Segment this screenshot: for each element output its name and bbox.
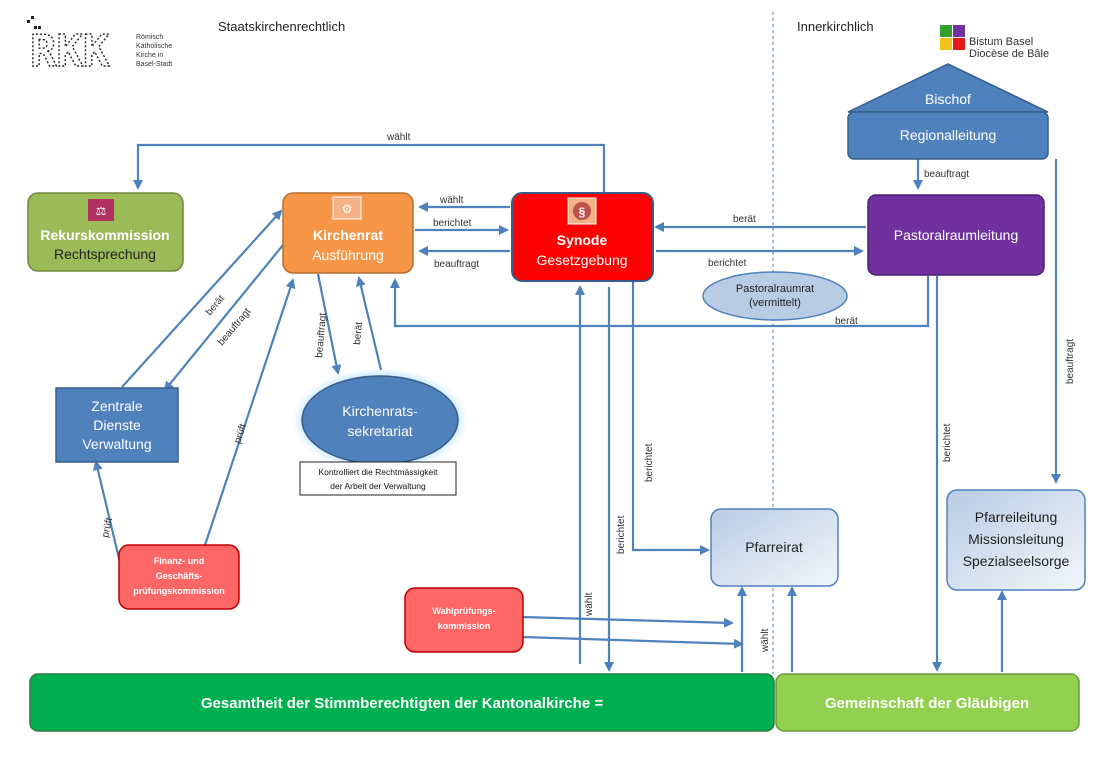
rkk-text-2: Katholische — [136, 43, 172, 50]
arrow-beraet-zd — [121, 209, 283, 388]
rekurskommission-subtitle: Rechtsprechung — [54, 246, 156, 262]
zentrale-dienste-line-1: Zentrale — [91, 398, 143, 414]
rkk-logo: RKK Römisch Katholische Kirche in Basel-… — [27, 16, 172, 78]
pfarreileitung-line-3: Spezialseelsorge — [963, 553, 1070, 569]
stimmberechtigte-node: Gesamtheit der Stimmberechtigten der Kan… — [29, 673, 775, 732]
label-beauftragt-zd: beauftragt — [216, 306, 254, 348]
svg-text:§: § — [579, 205, 586, 219]
synode-subtitle: Gesetzgebung — [536, 252, 627, 268]
wahl-line-1: Wahlprüfungs- — [432, 606, 495, 616]
sekretariat-line-2: sekretariat — [347, 423, 412, 439]
label-berichtet-pl: berichtet — [942, 423, 953, 462]
synode-title: Synode — [557, 232, 608, 248]
finanz-line-2: Geschäfts- — [156, 571, 203, 581]
label-beauftragt-kr: beauftragt — [434, 259, 479, 270]
label-berichtet-kr: berichtet — [433, 218, 472, 229]
finanz-node: Finanz- und Geschäfts- prüfungskommissio… — [118, 544, 240, 610]
section-label-right: Innerkirchlich — [797, 19, 874, 34]
kirchenrat-node: ⚙ Kirchenrat Ausführung — [282, 192, 414, 274]
bistum-logo: Bistum Basel Diocèse de Bâle — [940, 25, 1049, 60]
label-beraet-pr: berät — [733, 214, 756, 225]
pastoralraumleitung-label: Pastoralraumleitung — [894, 227, 1019, 243]
rekurskommission-title: Rekurskommission — [40, 227, 169, 243]
rkk-text-3: Kirche in — [136, 52, 163, 59]
glaeubige-label: Gemeinschaft der Gläubigen — [825, 695, 1029, 712]
gears-icon — [332, 196, 362, 220]
arrow-prueft-zd — [92, 460, 124, 572]
zentrale-dienste-line-2: Dienste — [93, 417, 141, 433]
label-beauftragt-sek: beauftragt — [314, 312, 329, 358]
bistum-text-2: Diocèse de Bâle — [969, 48, 1049, 60]
rkk-dot-logo — [27, 16, 41, 29]
pfarreileitung-line-1: Pfarreileitung — [975, 509, 1058, 525]
arrow-beauftragt-zd — [163, 244, 284, 392]
pfarreirat-label: Pfarreirat — [745, 539, 803, 555]
finanz-line-1: Finanz- und — [154, 556, 205, 566]
balance-scale-icon — [88, 199, 114, 221]
zentrale-dienste-line-3: Verwaltung — [82, 436, 151, 452]
svg-text:⚖: ⚖ — [96, 204, 107, 218]
label-berichtet-stimm: berichtet — [616, 515, 627, 554]
svg-text:⚙: ⚙ — [342, 202, 353, 216]
sekretariat-note-line-1: Kontrolliert die Rechtmässigkeit — [318, 467, 438, 477]
synode-node: § Synode Gesetzgebung — [511, 192, 654, 282]
rkk-text-1: Römisch — [136, 34, 163, 41]
arrow-beauftragt-sek — [316, 273, 342, 375]
pfarreileitung-line-2: Missionsleitung — [968, 531, 1064, 547]
arrow-berichtet-pfarr — [631, 282, 710, 555]
zentrale-dienste-node: Zentrale Dienste Verwaltung — [55, 387, 179, 463]
label-prueft-zd: prüft — [100, 517, 115, 539]
bischof-node: Bischof — [847, 63, 1049, 113]
pfarreileitung-node: Pfarreileitung Missionsleitung Spezialse… — [946, 489, 1086, 591]
arrow-prueft-kr — [203, 278, 296, 546]
wahl-line-2: kommission — [438, 621, 491, 631]
label-beraet-zd: berät — [204, 293, 227, 318]
label-prueft-kr: prüft — [232, 422, 249, 445]
sekretariat-note: Kontrolliert die Rechtmässigkeit der Arb… — [299, 461, 457, 496]
label-beauftragt-reg: beauftragt — [924, 169, 969, 180]
pastoralraumleitung-node: Pastoralraumleitung — [867, 194, 1045, 276]
sekretariat-note-line-2: der Arbeit der Verwaltung — [330, 481, 426, 491]
stimmberechtigte-label: Gesamtheit der Stimmberechtigten der Kan… — [201, 695, 603, 712]
label-waehlt-syn: wählt — [584, 592, 595, 617]
regionalleitung-label: Regionalleitung — [900, 127, 997, 143]
sekretariat-line-1: Kirchenrats- — [342, 403, 418, 419]
label-waehlt-top: wählt — [386, 132, 411, 143]
pastoralraumrat-line-2: (vermittelt) — [749, 297, 801, 309]
wahl-node: Wahlprüfungs- kommission — [404, 587, 524, 653]
glaeubige-node: Gemeinschaft der Gläubigen — [775, 673, 1080, 732]
rkk-letters: RKK — [30, 26, 110, 77]
arrow-synode-rekurs — [133, 143, 606, 193]
label-beraet-sek: berät — [352, 321, 365, 345]
finanz-line-3: prüfungskommission — [133, 586, 225, 596]
label-berichtet-pr: berichtet — [708, 258, 747, 269]
pastoralraumrat-line-1: Pastoralraumrat — [736, 283, 814, 295]
label-waehlt-pfarr: wählt — [760, 628, 771, 653]
section-label-left: Staatskirchenrechtlich — [218, 19, 345, 34]
regionalleitung-node: Regionalleitung — [847, 111, 1049, 160]
pfarreirat-node: Pfarreirat — [710, 508, 839, 587]
arrow-wahl-pfarr — [521, 615, 734, 628]
sekretariat-node: Kirchenrats- sekretariat — [292, 368, 468, 472]
label-beauftragt-bischof: beauftragt — [1065, 339, 1076, 384]
label-waehlt-kr: wählt — [439, 195, 464, 206]
arrow-beraet-sek — [355, 276, 383, 371]
label-beraet-long: berät — [835, 316, 858, 327]
rkk-text-4: Basel-Stadt — [136, 61, 172, 68]
bistum-text-1: Bistum Basel — [969, 36, 1033, 48]
kirchenrat-subtitle: Ausführung — [312, 247, 384, 263]
arrow-beraet-long — [390, 276, 930, 328]
arrow-wahl-stimm — [521, 635, 744, 649]
kirchenrat-title: Kirchenrat — [313, 227, 383, 243]
rekurskommission-node: ⚖ Rekurskommission Rechtsprechung — [27, 192, 184, 272]
bischof-label: Bischof — [925, 91, 971, 107]
label-berichtet-pfarr: berichtet — [644, 443, 655, 482]
arrows — [92, 143, 1061, 672]
pastoralraumrat-node: Pastoralraumrat (vermittelt) — [702, 271, 848, 321]
